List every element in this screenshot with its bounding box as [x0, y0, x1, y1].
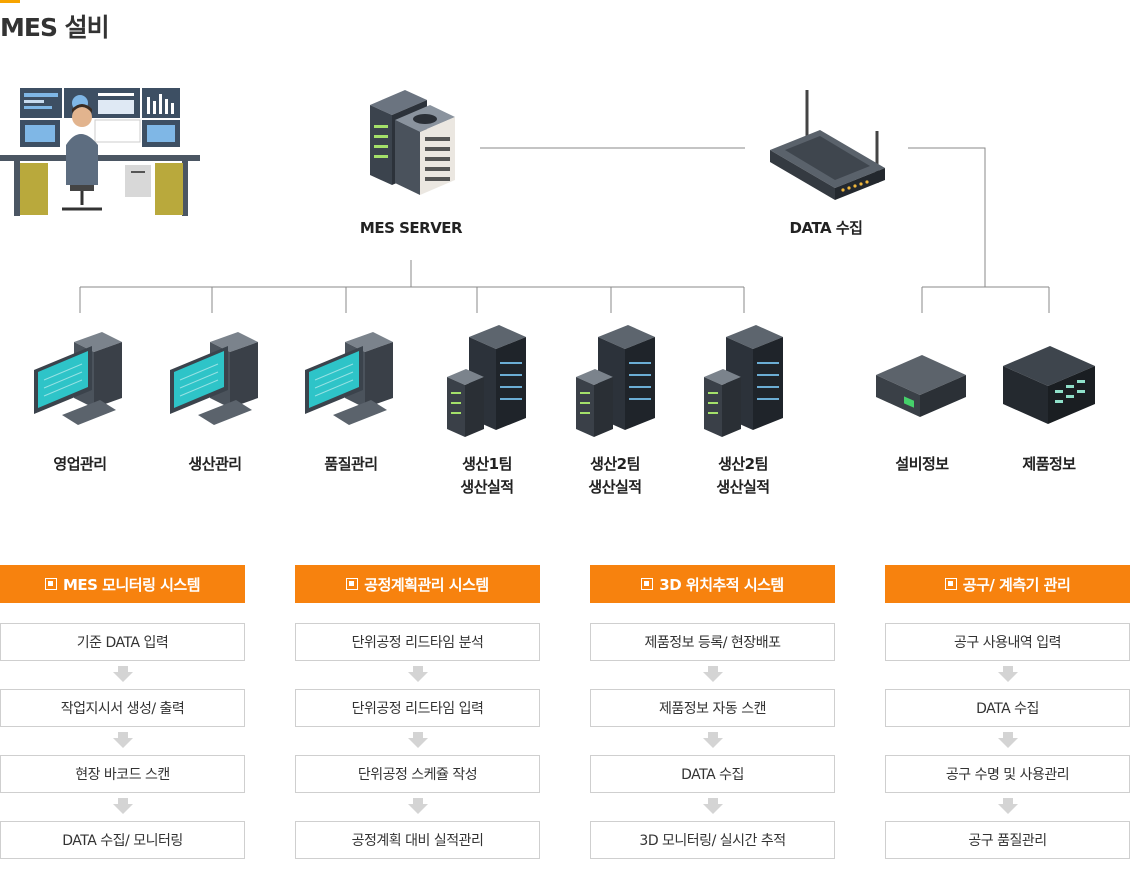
- client-1-icon: [170, 332, 258, 425]
- system-title: 공정계획관리 시스템: [364, 575, 489, 594]
- client-label-production: 생산관리: [188, 455, 242, 473]
- step-box: 공구 품질관리: [885, 821, 1130, 859]
- step-box: 공구 사용내역 입력: [885, 623, 1130, 661]
- step-box: 단위공정 리드타임 분석: [295, 623, 540, 661]
- router-icon: [770, 90, 885, 200]
- step-box: 제품정보 자동 스캔: [590, 689, 835, 727]
- square-bullet-icon: [641, 578, 654, 590]
- system-column-tool-management: 공구/ 계측기 관리 공구 사용내역 입력 DATA 수집 공구 수명 및 사용…: [885, 565, 1130, 859]
- collector-down-line: [908, 147, 986, 287]
- square-bullet-icon: [44, 578, 57, 590]
- step-box: 제품정보 등록/ 현장배포: [590, 623, 835, 661]
- device-0-icon: [876, 355, 966, 417]
- client-2-icon: [305, 332, 393, 425]
- step-box: DATA 수집: [885, 689, 1130, 727]
- system-title: 3D 위치추적 시스템: [659, 575, 784, 594]
- system-title: 공구/ 계측기 관리: [962, 575, 1071, 594]
- down-arrow-icon: [703, 666, 723, 682]
- step-box: 3D 모니터링/ 실시간 추적: [590, 821, 835, 859]
- client-label-quality: 품질관리: [324, 455, 378, 473]
- system-column-process-planning: 공정계획관리 시스템 단위공정 리드타임 분석 단위공정 리드타임 입력 단위공…: [295, 565, 540, 859]
- down-arrow-icon: [113, 798, 133, 814]
- down-arrow-icon: [703, 732, 723, 748]
- step-box: DATA 수집/ 모니터링: [0, 821, 245, 859]
- client-0-icon: [34, 332, 122, 425]
- down-arrow-icon: [998, 798, 1018, 814]
- square-bullet-icon: [346, 578, 359, 590]
- device-1-icon: [1003, 346, 1095, 424]
- step-box: DATA 수집: [590, 755, 835, 793]
- square-bullet-icon: [944, 578, 957, 590]
- down-arrow-icon: [113, 666, 133, 682]
- system-column-3d-tracking: 3D 위치추적 시스템 제품정보 등록/ 현장배포 제품정보 자동 스캔 DAT…: [590, 565, 835, 859]
- client-label-team1-results: 생산1팀 생산실적: [460, 455, 514, 496]
- system-column-mes-monitoring: MES 모니터링 시스템 기준 DATA 입력 작업지시서 생성/ 출력 현장 …: [0, 565, 245, 859]
- mes-server-icon: [370, 90, 455, 195]
- system-header: 3D 위치추적 시스템: [590, 565, 835, 603]
- system-header: 공구/ 계측기 관리: [885, 565, 1130, 603]
- client-5-icon: [704, 325, 783, 437]
- step-box: 작업지시서 생성/ 출력: [0, 689, 245, 727]
- title-accent-mark: [0, 0, 20, 3]
- client-label-sales: 영업관리: [53, 455, 107, 473]
- step-box: 공구 수명 및 사용관리: [885, 755, 1130, 793]
- down-arrow-icon: [408, 798, 428, 814]
- data-collect-label: DATA 수집: [789, 219, 863, 237]
- step-box: 단위공정 리드타임 입력: [295, 689, 540, 727]
- down-arrow-icon: [113, 732, 133, 748]
- down-arrow-icon: [408, 732, 428, 748]
- operator-workstation-icon: [0, 88, 200, 216]
- down-arrow-icon: [998, 666, 1018, 682]
- down-arrow-icon: [998, 732, 1018, 748]
- system-title: MES 모니터링 시스템: [62, 575, 201, 594]
- step-box: 공정계획 대비 실적관리: [295, 821, 540, 859]
- client-3-icon: [447, 325, 526, 437]
- device-label-equipment: 설비정보: [895, 455, 949, 473]
- device-label-product: 제품정보: [1022, 455, 1076, 473]
- step-box: 단위공정 스케쥴 작성: [295, 755, 540, 793]
- system-header: 공정계획관리 시스템: [295, 565, 540, 603]
- step-box: 기준 DATA 입력: [0, 623, 245, 661]
- client-label-team2-results-b: 생산2팀 생산실적: [716, 455, 770, 496]
- page-title: MES 설비: [0, 13, 110, 42]
- step-box: 현장 바코드 스캔: [0, 755, 245, 793]
- system-header: MES 모니터링 시스템: [0, 565, 245, 603]
- down-arrow-icon: [408, 666, 428, 682]
- mes-server-label: MES SERVER: [359, 219, 463, 237]
- client-label-team2-results: 생산2팀 생산실적: [588, 455, 642, 496]
- client-4-icon: [576, 325, 655, 437]
- down-arrow-icon: [703, 798, 723, 814]
